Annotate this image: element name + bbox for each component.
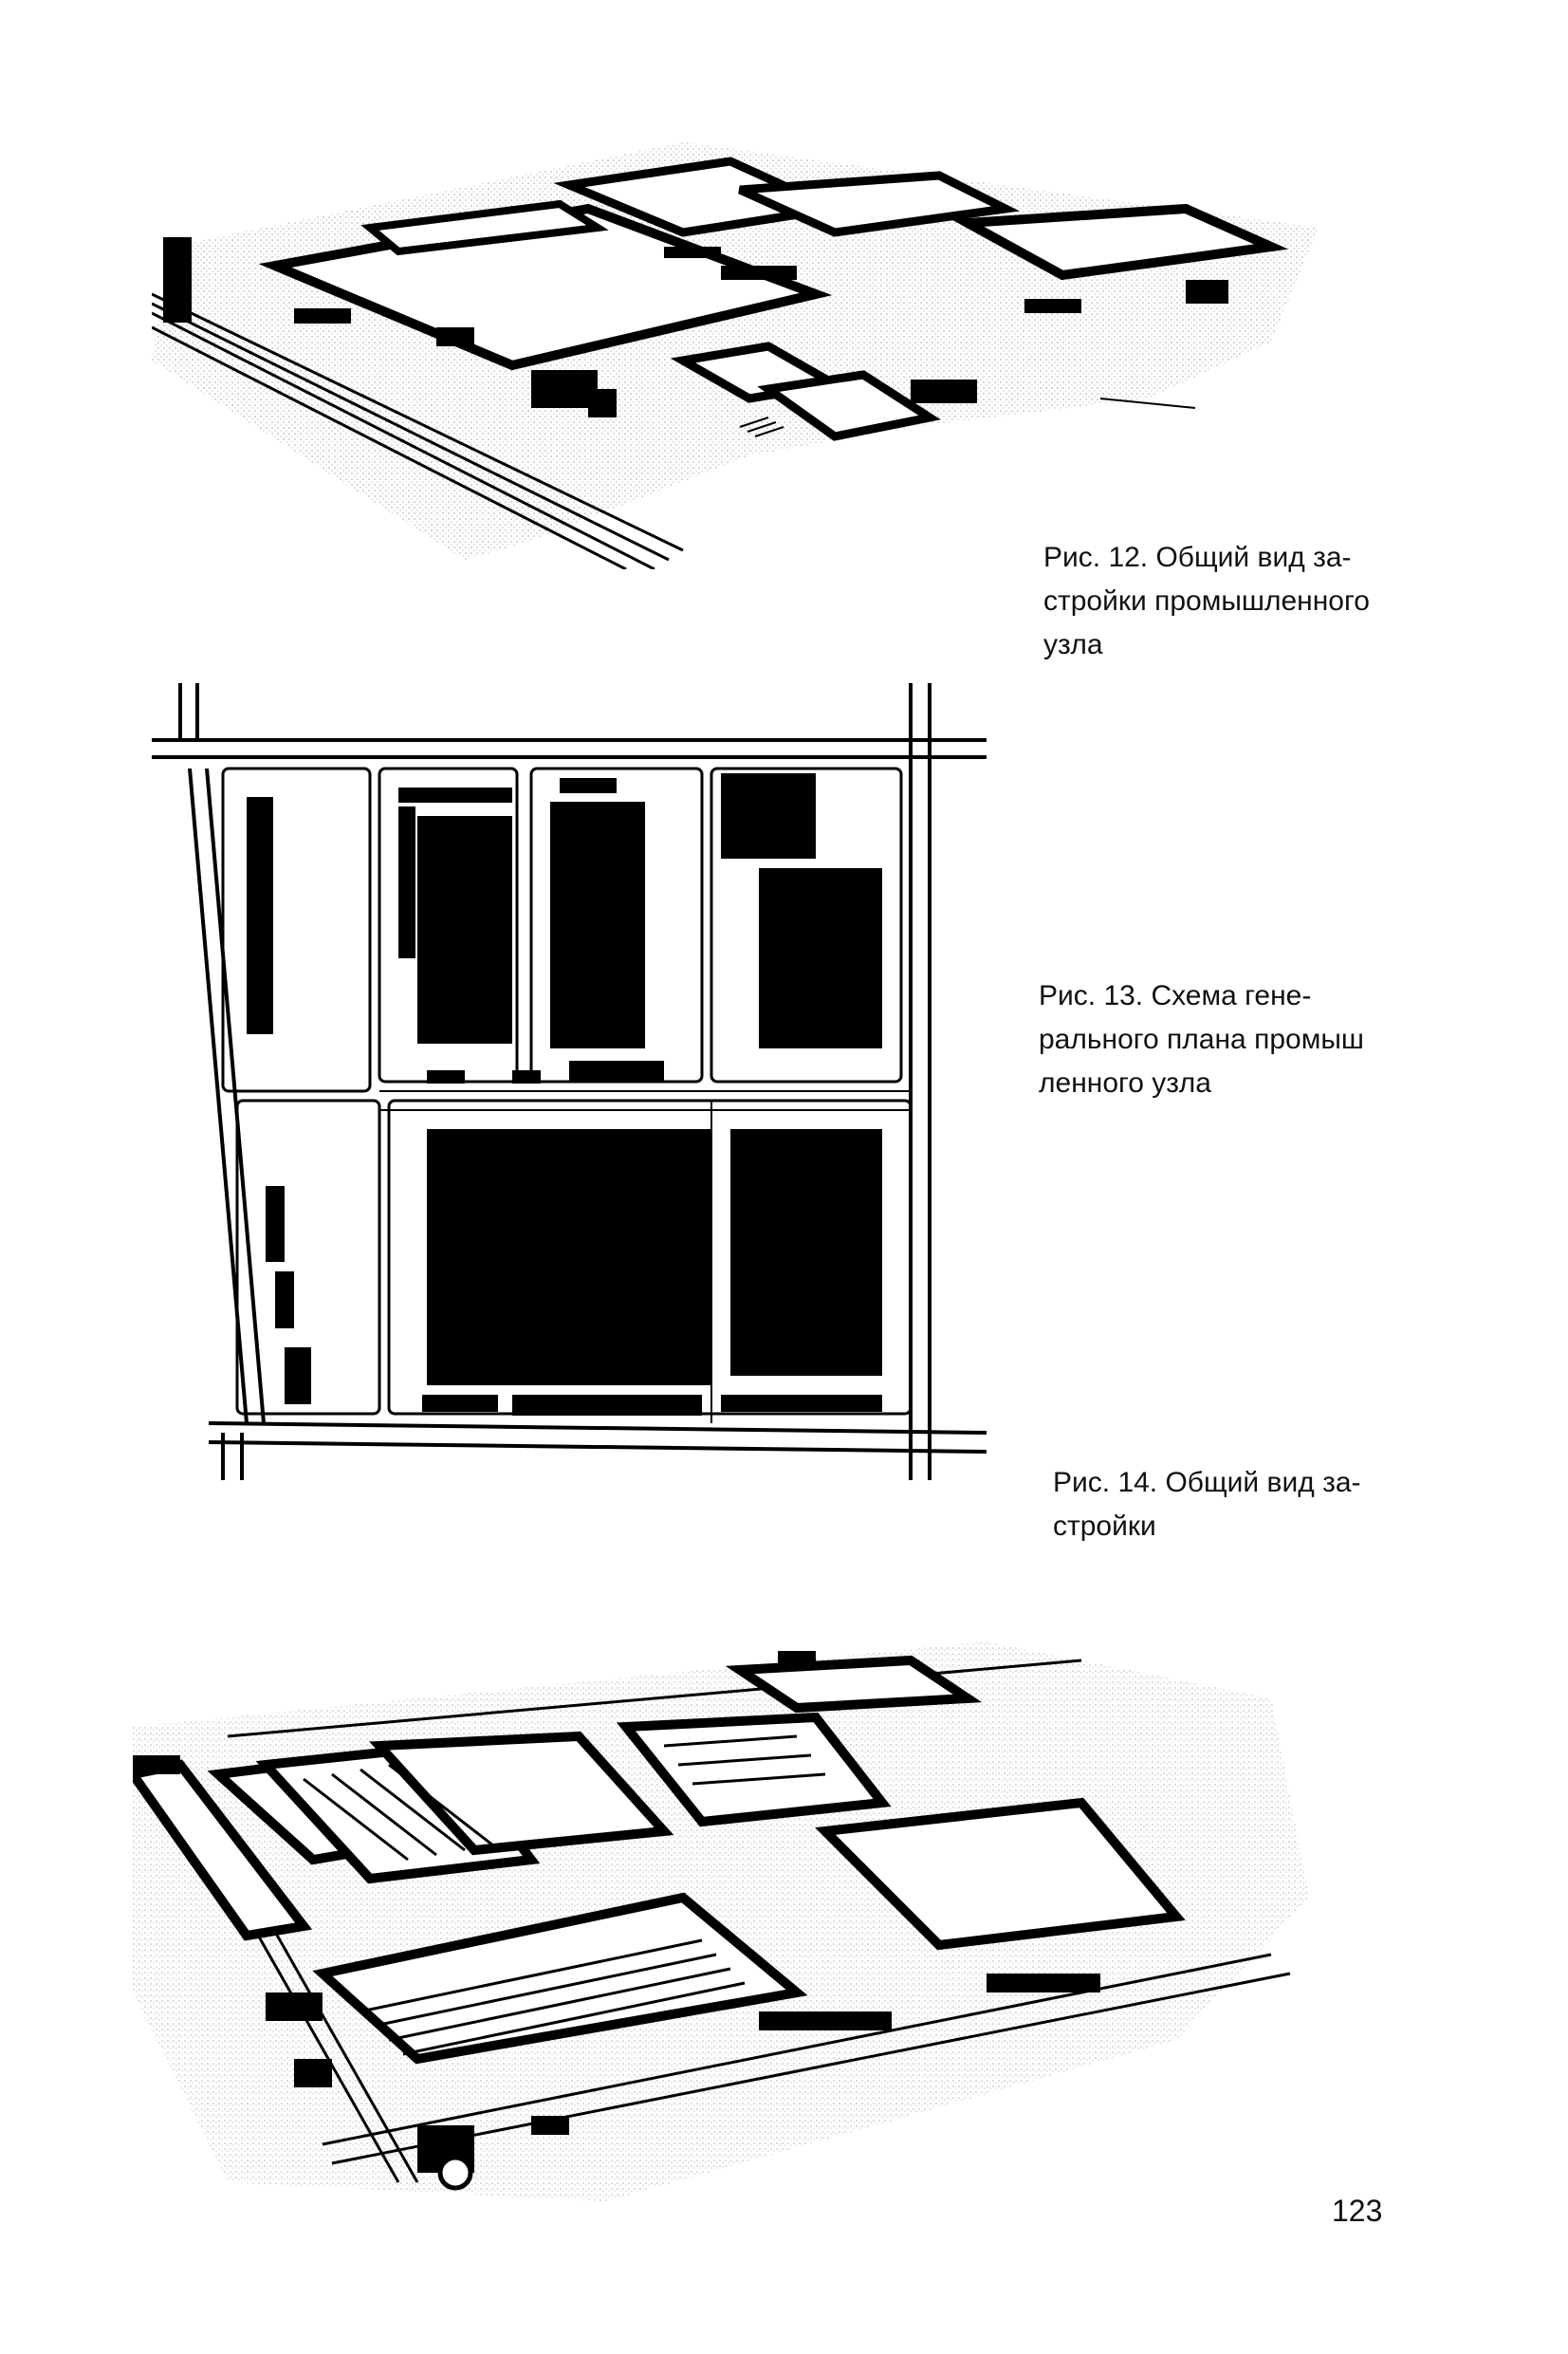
figure-13-caption: Рис. 13. Схема гене- рального плана пром…	[1039, 974, 1447, 1105]
caption-line: Рис. 12. Общий вид за-	[1043, 542, 1352, 573]
figure-14-aerial-view	[133, 1641, 1309, 2201]
caption-line: узла	[1043, 629, 1103, 660]
figure-12-caption: Рис. 12. Общий вид за- стройки промышлен…	[1043, 536, 1451, 667]
figure-13-master-plan	[152, 683, 987, 1480]
caption-line: стройки промышленного	[1043, 585, 1370, 617]
page-number: 123	[1332, 2194, 1383, 2228]
figure-12-aerial-view	[152, 142, 1319, 569]
caption-line: Рис. 13. Схема гене-	[1039, 980, 1312, 1011]
figure-14-caption: Рис. 14. Общий вид за- стройки	[1053, 1461, 1461, 1548]
caption-line: ленного узла	[1039, 1067, 1211, 1099]
caption-line: Рис. 14. Общий вид за-	[1053, 1467, 1361, 1498]
caption-line: стройки	[1053, 1511, 1156, 1542]
caption-line: рального плана промыш	[1039, 1024, 1364, 1055]
